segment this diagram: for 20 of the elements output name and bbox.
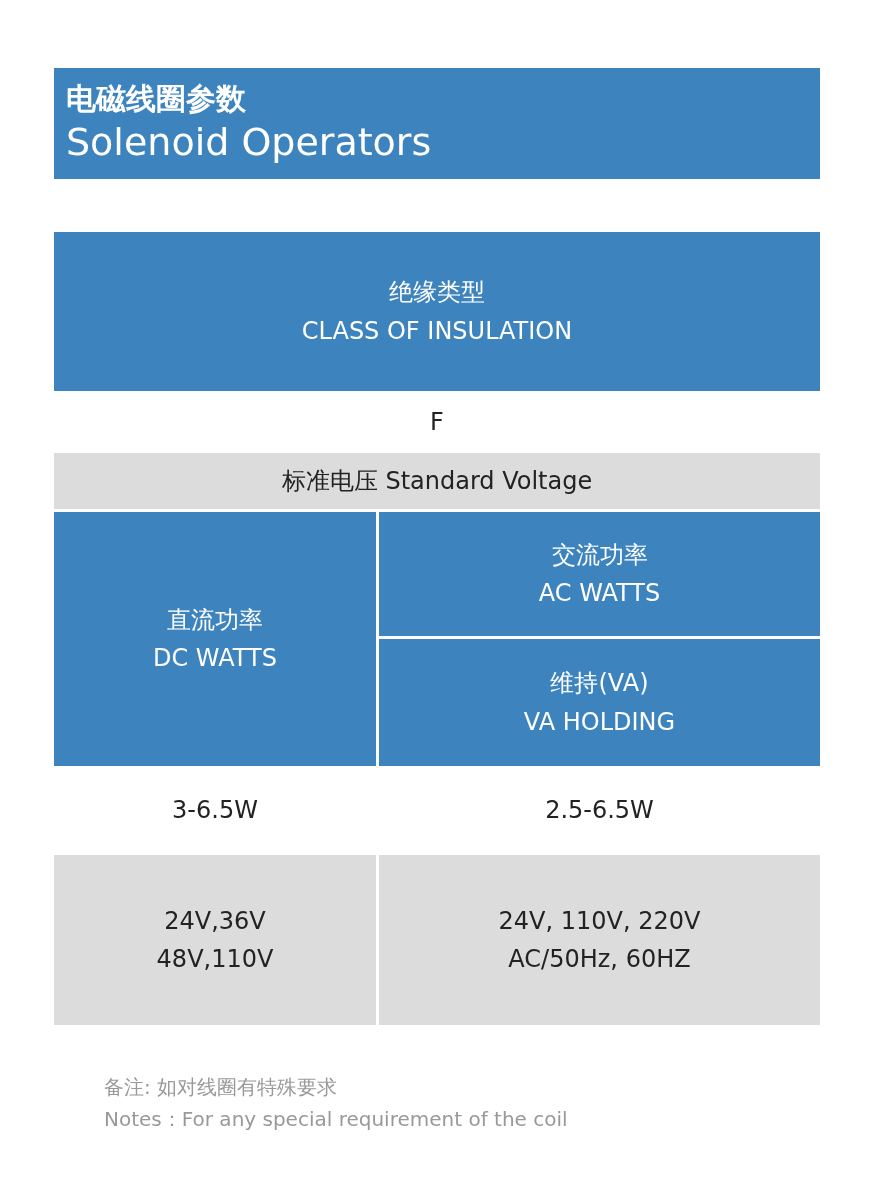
cell-text: CLASS OF INSULATION: [301, 315, 573, 347]
cell-text: 直流功率: [167, 604, 263, 636]
note-text: Notes：For any special requirement of the coil: [104, 1106, 568, 1133]
note-text: 备注: 如对线圈有特殊要求: [104, 1074, 338, 1101]
cell-text: F: [430, 407, 444, 439]
cell-text: 3-6.5W: [172, 794, 258, 826]
cell-text: 标准电压 Standard Voltage: [281, 465, 593, 497]
cell-text: AC WATTS: [538, 578, 661, 609]
cell-text: AC/50Hz, 60HZ: [508, 944, 691, 975]
cell-text: 绝缘类型: [389, 277, 485, 309]
cell-text: DC WATTS: [153, 643, 277, 674]
heading-text: Solenoid Operators: [66, 119, 432, 167]
cell-text: 2.5-6.5W: [545, 794, 654, 826]
cell-text: 交流功率: [551, 539, 648, 571]
cell-text: 24V,36V: [164, 905, 266, 937]
heading-text: 电磁线圈参数: [66, 80, 246, 119]
cell-text: 48V,110V: [156, 944, 274, 975]
cell-text: 维持(VA): [550, 668, 649, 700]
cell-text: 24V, 110V, 220V: [498, 905, 701, 937]
cell-text: VA HOLDING: [523, 706, 676, 738]
